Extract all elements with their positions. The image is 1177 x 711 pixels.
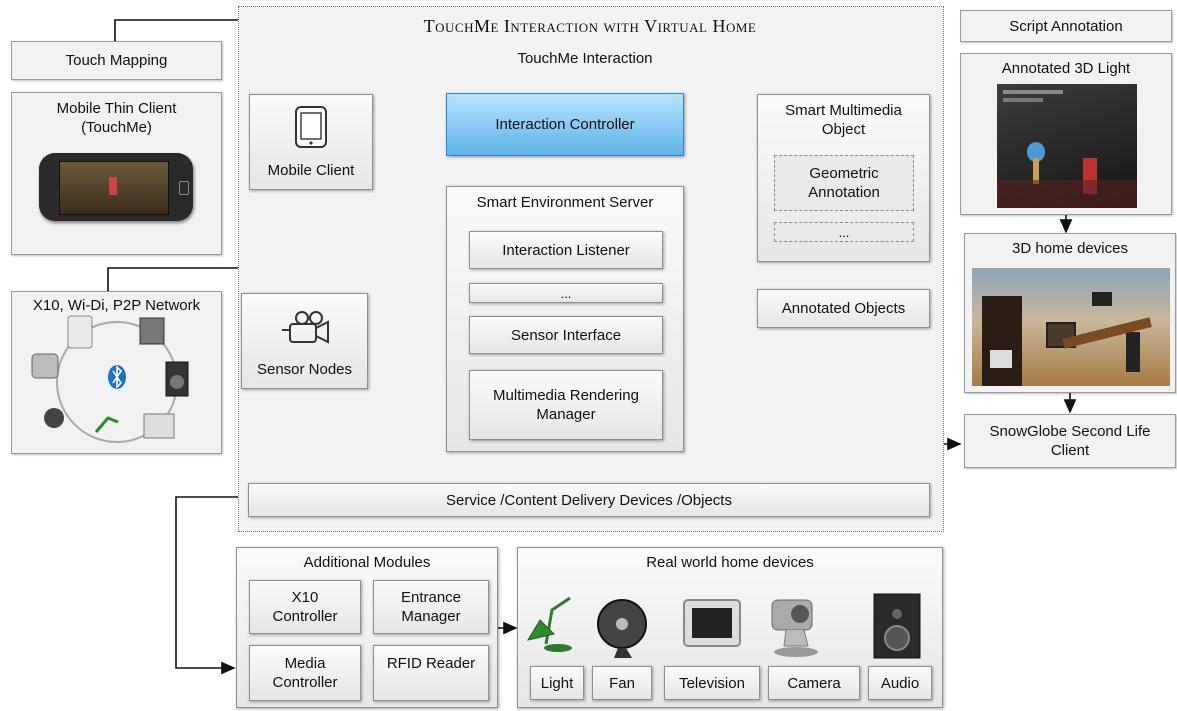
entrance-manager-box: Entrance Manager xyxy=(373,580,489,634)
device-label-camera: Camera xyxy=(768,666,860,700)
sensor-interface-box: Sensor Interface xyxy=(469,316,663,354)
device-images xyxy=(526,593,921,659)
device-label-light: Light xyxy=(530,666,584,700)
mobile-client-box: Mobile Client xyxy=(249,94,373,190)
audio-image xyxy=(873,593,921,659)
phone-image xyxy=(39,153,193,221)
network-diagram xyxy=(31,315,189,443)
interaction-listener-box: Interaction Listener xyxy=(469,231,663,269)
smart-environment-server-box: Smart Environment Server Interaction Lis… xyxy=(446,186,684,452)
annotated-objects-box: Annotated Objects xyxy=(757,289,930,328)
light-image xyxy=(526,596,572,652)
camera-icon xyxy=(282,311,329,344)
smart-object-ellipsis-box: ... xyxy=(774,222,914,242)
television-image xyxy=(683,599,741,647)
device-label-television: Television xyxy=(664,666,760,700)
camera-image xyxy=(771,599,818,657)
fan-image xyxy=(597,599,647,658)
script-annotation-box: Script Annotation xyxy=(960,10,1172,42)
additional-modules-box: Additional Modules X10 Controller Entran… xyxy=(236,547,498,708)
device-label-audio: Audio xyxy=(868,666,932,700)
3d-home-screenshot xyxy=(972,268,1170,386)
smart-environment-server-label: Smart Environment Server xyxy=(476,194,654,211)
network-box: X10, Wi-Di, P2P Network xyxy=(11,291,222,454)
rfid-reader-box: RFID Reader xyxy=(373,645,489,701)
geometric-annotation-box: Geometric Annotation xyxy=(774,155,914,211)
snowglobe-client-box: SnowGlobe Second Life Client xyxy=(964,414,1176,468)
mobile-client-label: Mobile Client xyxy=(267,162,355,179)
real-world-devices-box: Real world home devices xyxy=(517,547,943,708)
real-world-devices-label: Real world home devices xyxy=(646,554,814,571)
smart-multimedia-object-label: Smart Multimedia Object xyxy=(785,102,902,138)
additional-modules-label: Additional Modules xyxy=(303,554,431,571)
device-label-fan: Fan xyxy=(592,666,652,700)
sensor-nodes-label: Sensor Nodes xyxy=(256,361,353,378)
3d-home-devices-label: 3D home devices xyxy=(1012,240,1128,257)
touchme-interaction-label: TouchMe Interaction xyxy=(517,50,653,67)
media-controller-box: Media Controller xyxy=(249,645,361,701)
service-delivery-box: Service /Content Delivery Devices /Objec… xyxy=(248,483,930,517)
network-title: X10, Wi-Di, P2P Network xyxy=(32,297,201,314)
x10-controller-box: X10 Controller xyxy=(249,580,361,634)
service-modules-connector xyxy=(175,490,259,675)
touch-mapping-box: Touch Mapping xyxy=(11,41,222,80)
smart-multimedia-object-box: Smart Multimedia Object Geometric Annota… xyxy=(757,94,930,262)
annotated-3d-light-label: Annotated 3D Light xyxy=(1001,60,1131,77)
mobile-thin-client-label: Mobile Thin Client (TouchMe) xyxy=(56,100,177,136)
tablet-icon xyxy=(295,106,327,148)
sensor-nodes-box: Sensor Nodes xyxy=(241,293,368,389)
3d-home-devices-box: 3D home devices xyxy=(964,233,1176,393)
multimedia-rendering-manager-box: Multimedia Rendering Manager xyxy=(469,370,663,440)
annotated-light-screenshot xyxy=(997,84,1137,208)
main-title: TouchMe Interaction with Virtual Home xyxy=(423,15,757,36)
annotated-3d-light-box: Annotated 3D Light xyxy=(960,53,1172,215)
interaction-controller-box: Interaction Controller xyxy=(446,93,684,156)
server-ellipsis-box: ... xyxy=(469,283,663,303)
mobile-thin-client-box: Mobile Thin Client (TouchMe) xyxy=(11,92,222,255)
